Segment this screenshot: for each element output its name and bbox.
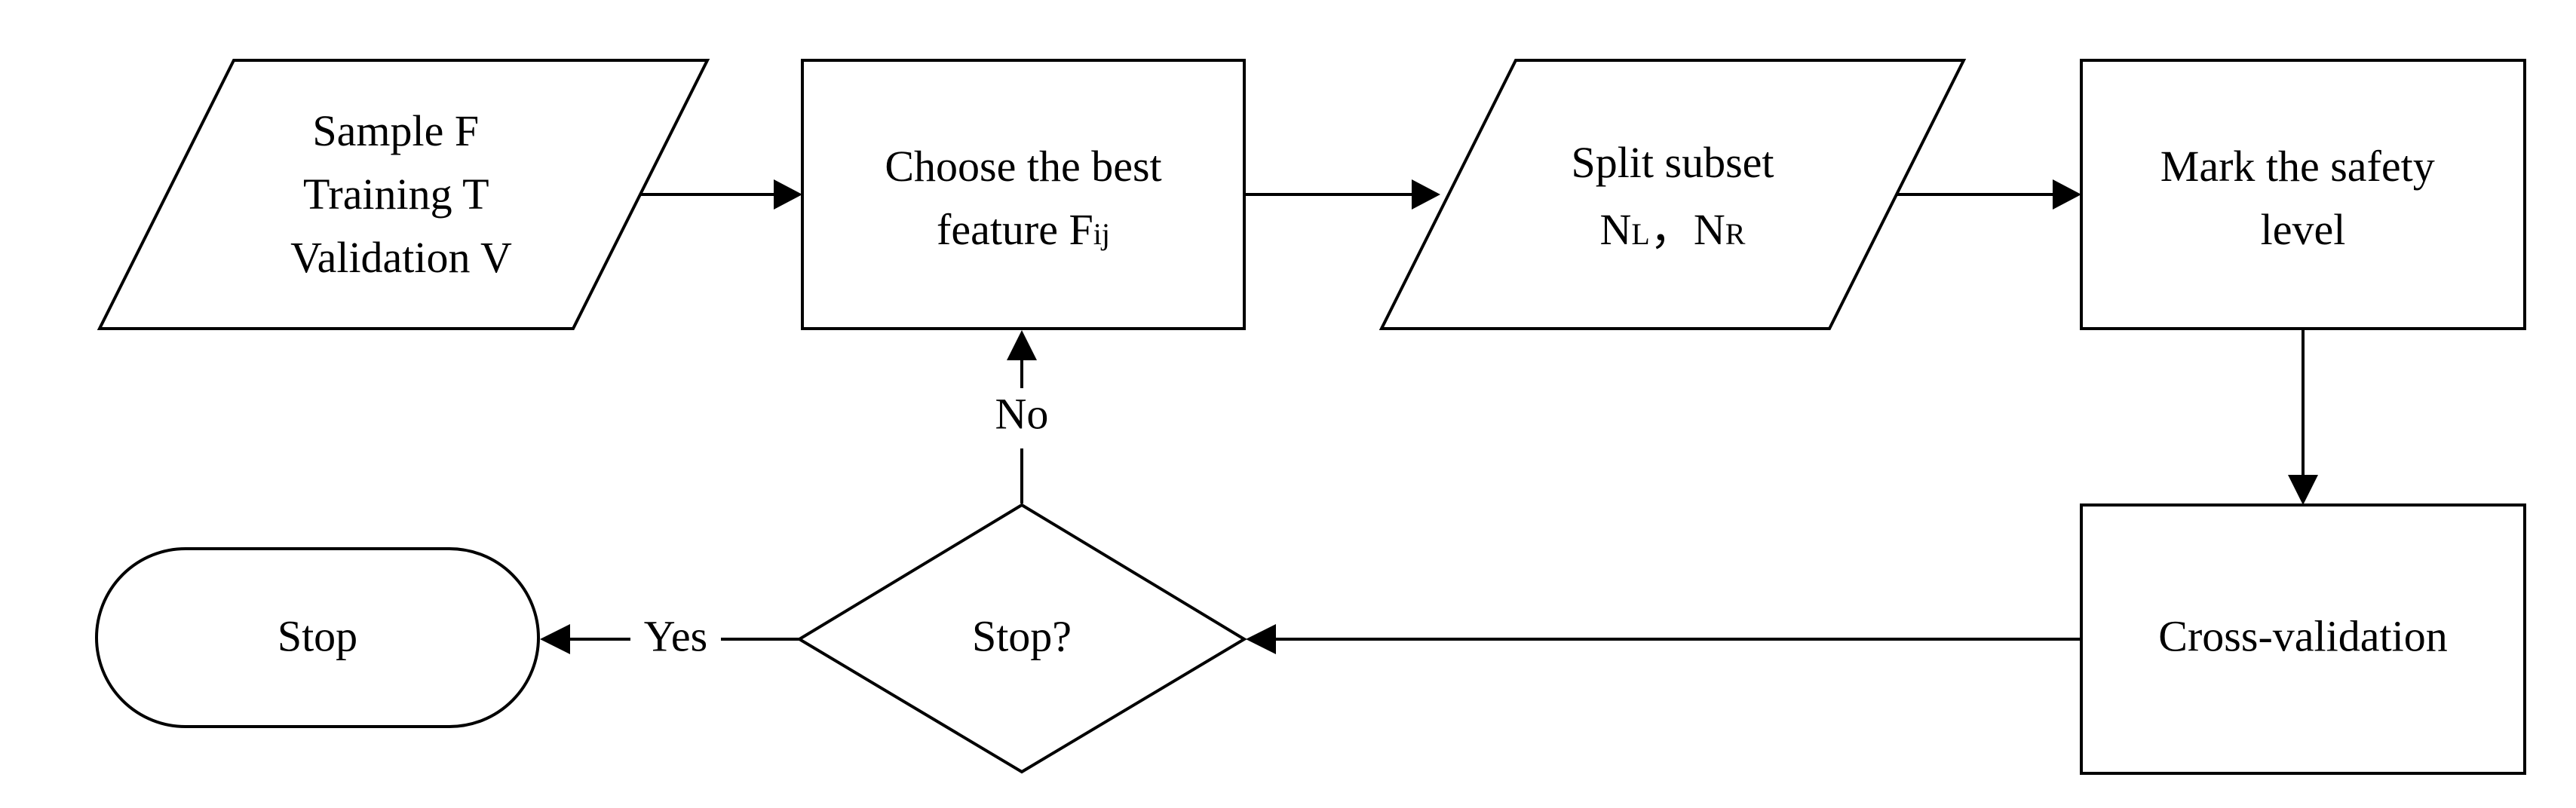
arrowhead-decision-to-choose [1007,330,1037,360]
node-choose-feature: Choose the best feature Fij [801,59,1246,330]
stop-label: Stop [278,611,357,660]
process-box [2080,503,2526,775]
node-sample-text: Sample F Training T Validation V [290,106,512,282]
split-n-right: N [1694,205,1725,254]
process-box [2080,59,2526,330]
split-line-2: NL，NR [1600,205,1746,254]
node-mark-safety-level: Mark the safety level [2080,59,2526,330]
process-box [801,59,1246,330]
arrowhead-choose-to-split [1412,179,1440,210]
edge-label-yes: Yes [644,611,707,660]
node-sample-input: Sample F Training T Validation V [97,59,710,330]
decision-diamond [796,503,1247,774]
choose-line-1: Choose the best [885,142,1161,191]
split-line-1: Split subset [1571,138,1774,187]
sample-line-2: Training T [303,170,489,219]
arrowhead-mark-to-crossval [2288,475,2318,505]
node-split-subset: Split subset NL，NR [1378,59,1967,330]
node-decision-stop: Stop? [796,503,1247,774]
mark-line-2: level [2261,205,2346,254]
edge-labels: No Yes [630,388,1063,668]
edge-label-no: No [995,389,1049,438]
split-separator: ， [1650,205,1694,254]
terminator-shape [95,547,540,728]
parallelogram-shape [1378,59,1967,330]
arrowhead-crossval-to-decision [1246,624,1276,654]
arrowhead-split-to-mark [2053,179,2081,210]
choose-line-2: feature Fij [937,205,1110,254]
split-n-right-subscript: R [1725,217,1746,251]
arrowhead-sample-to-choose [774,179,802,210]
choose-line-2-text: feature F [937,205,1093,254]
split-n-left: N [1600,205,1632,254]
node-cross-validation: Cross-validation [2080,503,2526,775]
node-stop-terminator: Stop [95,547,540,728]
arrowhead-decision-to-stop [540,624,570,654]
decision-label: Stop? [972,611,1072,660]
split-n-left-subscript: L [1631,217,1649,251]
sample-line-1: Sample F [312,106,479,155]
choose-line-2-subscript: ij [1093,217,1110,251]
crossval-label: Cross-validation [2158,611,2447,660]
mark-line-1: Mark the safety [2160,142,2435,191]
node-mark-text: Mark the safety level [2160,142,2446,254]
parallelogram-shape [97,59,710,330]
sample-line-3: Validation V [290,233,512,282]
